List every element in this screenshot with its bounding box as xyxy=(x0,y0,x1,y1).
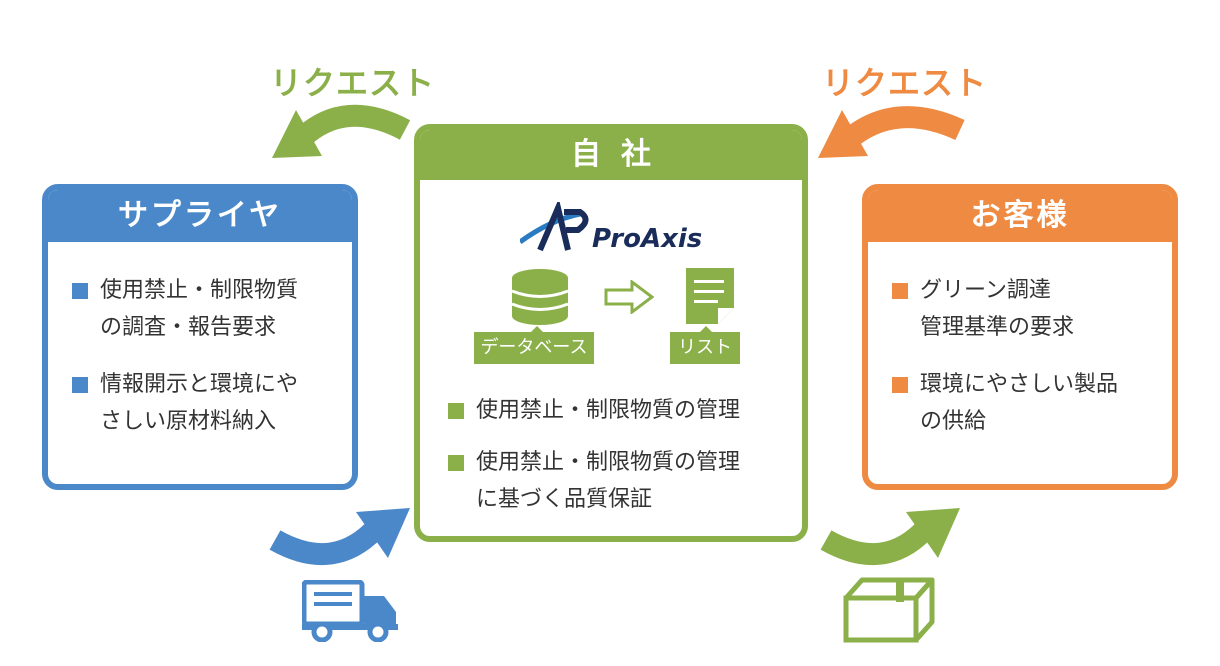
customer-title: お客様 xyxy=(868,190,1172,242)
bullet-square-icon xyxy=(448,403,464,419)
bullet-square-icon xyxy=(448,455,464,471)
customer-box: お客様 グリーン調達 管理基準の要求 環境にやさしい製品 の供給 xyxy=(862,184,1178,490)
list-label: リスト xyxy=(670,332,740,364)
company-item-2: 使用禁止・制限物質の管理 に基づく品質保証 xyxy=(448,444,740,518)
bullet-square-icon xyxy=(72,377,88,393)
document-icon xyxy=(686,268,734,324)
supply-arrowhead-to-company xyxy=(356,508,410,558)
customer-item-2: 環境にやさしい製品 の供給 xyxy=(892,366,1118,440)
proaxis-logo-icon xyxy=(520,202,589,252)
request-label-left: リクエスト xyxy=(270,64,436,102)
request-arrowhead-to-supplier xyxy=(272,110,322,158)
database-icon xyxy=(511,269,569,325)
company-title: 自社 xyxy=(420,130,802,180)
request-arrowhead-to-company xyxy=(818,110,868,158)
supplier-item-2: 情報開示と環境にや さしい原材料納入 xyxy=(72,366,298,440)
tag-pointer xyxy=(530,326,544,333)
customer-item-1: グリーン調達 管理基準の要求 xyxy=(892,272,1074,346)
supply-arrow-to-customer xyxy=(820,518,937,566)
database-label: データベース xyxy=(474,332,594,364)
supplier-title: サプライヤ xyxy=(48,190,352,242)
request-arrow-to-supplier xyxy=(294,104,411,147)
supply-arrowhead-to-customer xyxy=(906,508,960,558)
company-item-1: 使用禁止・制限物質の管理 xyxy=(448,392,740,429)
package-box-icon xyxy=(843,577,935,643)
supplier-item-1: 使用禁止・制限物質 の調査・報告要求 xyxy=(72,272,298,346)
supplier-box: サプライヤ 使用禁止・制限物質 の調査・報告要求 情報開示と環境にや さしい原材… xyxy=(42,184,358,490)
bullet-square-icon xyxy=(892,283,908,299)
request-arrow-to-company xyxy=(840,106,965,149)
company-box: 自社 ProAxis データベース リスト 使用禁止・制限物質の管理 使用禁止・… xyxy=(414,124,808,542)
bullet-square-icon xyxy=(72,283,88,299)
proaxis-logo-text: ProAxis xyxy=(592,224,703,254)
supply-arrow-to-company xyxy=(269,518,387,566)
request-label-right: リクエスト xyxy=(822,64,988,102)
tag-pointer xyxy=(699,326,713,333)
hollow-arrow-icon xyxy=(604,280,654,314)
truck-icon xyxy=(302,580,398,642)
bullet-square-icon xyxy=(892,377,908,393)
